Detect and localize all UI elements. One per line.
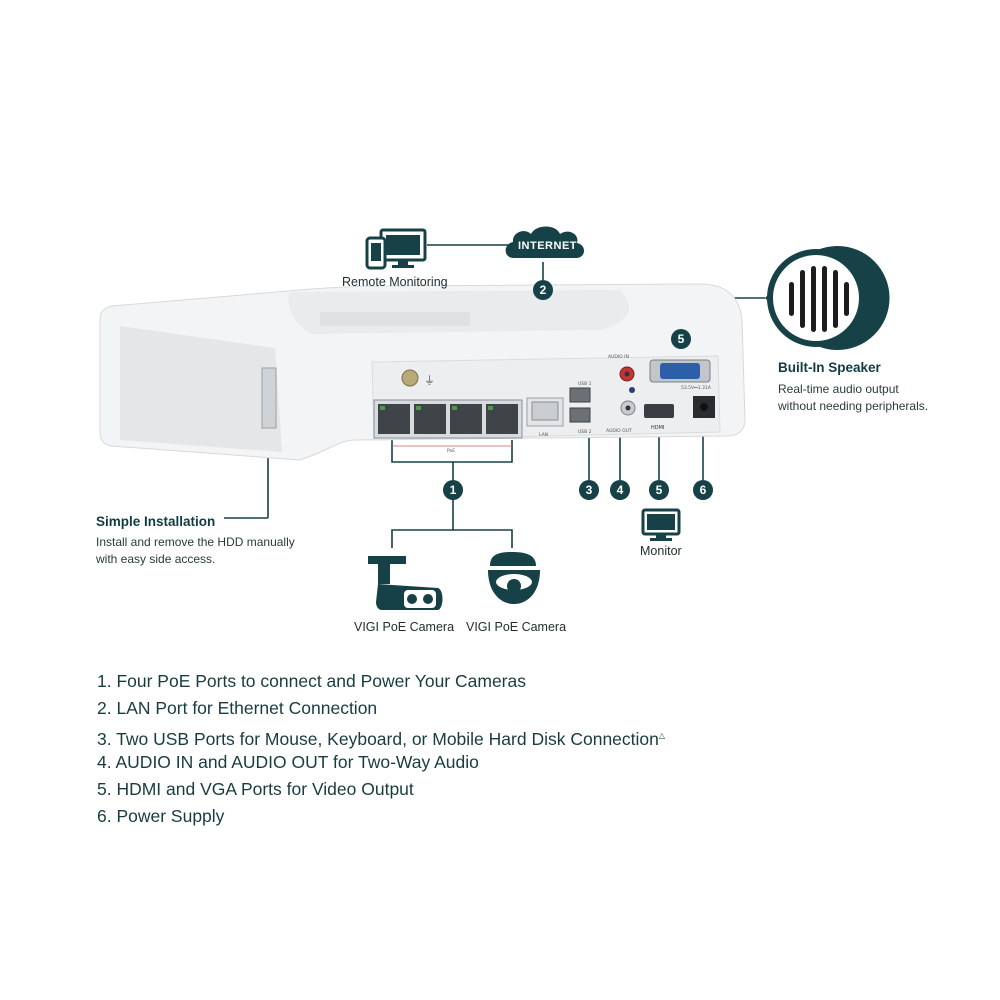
turret-camera-icon xyxy=(488,552,540,604)
camera-label-1: VIGI PoE Camera xyxy=(354,620,455,634)
lan-label: LAN xyxy=(539,432,548,438)
badge-usb: 3 xyxy=(579,480,599,500)
hdmi-port xyxy=(644,404,674,418)
feature-text: 5. HDMI and VGA Ports for Video Output xyxy=(97,779,414,799)
nvr-device: ⏚ HDMI xyxy=(99,283,746,461)
audio-in-label: AUDIO IN xyxy=(608,354,629,360)
feature-item: 4. AUDIO IN and AUDIO OUT for Two-Way Au… xyxy=(97,749,665,776)
badge-power: 6 xyxy=(693,480,713,500)
feature-item: 2. LAN Port for Ethernet Connection xyxy=(97,695,665,722)
usb2-label: USB 2 xyxy=(578,429,592,435)
speaker-desc-line2: without needing peripherals. xyxy=(778,399,929,413)
badge-video: 5 xyxy=(649,480,669,500)
badge-lan: 2 xyxy=(533,280,553,300)
feature-item: 5. HDMI and VGA Ports for Video Output xyxy=(97,776,665,803)
audio-out-label: AUDIO OUT xyxy=(606,428,632,434)
usb-port-2 xyxy=(569,407,591,423)
installation-title: Simple Installation xyxy=(96,514,216,529)
feature-list: 1. Four PoE Ports to connect and Power Y… xyxy=(97,668,665,830)
poe-ports xyxy=(373,399,523,447)
remote-devices-icon xyxy=(365,228,427,270)
feature-item: 1. Four PoE Ports to connect and Power Y… xyxy=(97,668,665,695)
feature-text: 2. LAN Port for Ethernet Connection xyxy=(97,698,378,718)
ground-screw-icon xyxy=(401,369,419,387)
svg-text:⏚: ⏚ xyxy=(424,374,435,387)
feature-text: 1. Four PoE Ports to connect and Power Y… xyxy=(97,671,526,691)
installation-desc-line2: with easy side access. xyxy=(96,552,216,566)
remote-monitoring-label: Remote Monitoring xyxy=(342,275,448,289)
hdd-side-panel xyxy=(120,326,282,452)
speaker-grille-icon xyxy=(765,246,890,350)
power-label: 53.5V⎓1.31A xyxy=(681,385,712,391)
installation-description: Install and remove the HDD manually with… xyxy=(96,534,295,568)
internet-label: INTERNET xyxy=(518,240,577,252)
usb-port-1 xyxy=(569,387,591,403)
badge-poe: 1 xyxy=(443,480,463,500)
camera-label-2: VIGI PoE Camera xyxy=(466,620,567,634)
hdd-tray-handle xyxy=(261,367,277,429)
footnote-mark: △ xyxy=(658,731,666,740)
badge-audio: 4 xyxy=(610,480,630,500)
badge-video-vga: 5 xyxy=(671,329,691,349)
installation-desc-line1: Install and remove the HDD manually xyxy=(96,535,295,549)
hdmi-mark: HDMI xyxy=(651,425,664,431)
feature-text: 4. AUDIO IN and AUDIO OUT for Two-Way Au… xyxy=(97,752,479,772)
monitor-icon xyxy=(641,508,681,541)
speaker-desc-line1: Real-time audio output xyxy=(778,382,899,396)
monitor-label: Monitor xyxy=(640,544,682,558)
usb1-label: USB 1 xyxy=(578,381,592,387)
speaker-title: Built-In Speaker xyxy=(778,360,881,375)
feature-item: 6. Power Supply xyxy=(97,803,665,830)
bullet-camera-icon xyxy=(368,556,443,610)
feature-text: 6. Power Supply xyxy=(97,806,225,826)
internet-cloud-icon xyxy=(505,226,585,258)
speaker-description: Real-time audio output without needing p… xyxy=(778,381,928,415)
feature-item: 3. Two USB Ports for Mouse, Keyboard, or… xyxy=(97,722,665,749)
poe-label: PoE xyxy=(447,448,455,454)
feature-text: 3. Two USB Ports for Mouse, Keyboard, or… xyxy=(97,728,659,749)
